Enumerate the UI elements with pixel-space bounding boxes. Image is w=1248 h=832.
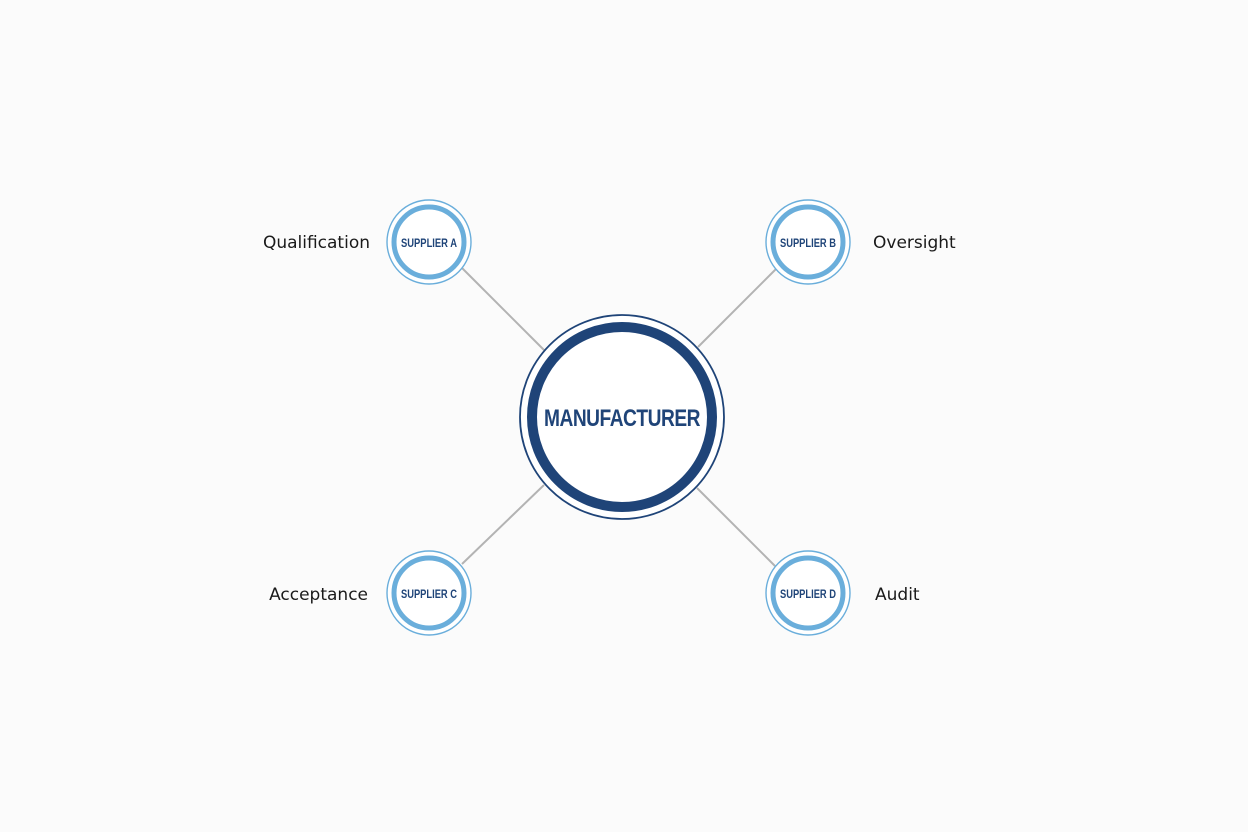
- supplier-c-label: SUPPLIER C: [401, 587, 457, 601]
- supplier-b-node[interactable]: SUPPLIER B: [765, 199, 851, 285]
- manufacturer-inner-ring: [527, 322, 717, 512]
- supplier-d-inner-ring: [770, 555, 846, 631]
- connector-a: [461, 267, 547, 353]
- supplier-a-node[interactable]: SUPPLIER A: [386, 199, 472, 285]
- manufacturer-label: MANUFACTURER: [544, 405, 700, 432]
- connector-b: [697, 268, 777, 348]
- audit-label: Audit: [875, 585, 920, 605]
- connectors: [461, 267, 777, 567]
- supplier-d-node[interactable]: SUPPLIER D: [765, 550, 851, 636]
- supplier-c-inner-ring: [391, 555, 467, 631]
- qualification-label: Qualification: [263, 233, 370, 253]
- supplier-b-label: SUPPLIER B: [780, 236, 836, 250]
- supplier-a-inner-ring: [391, 204, 467, 280]
- supplier-c-node[interactable]: SUPPLIER C: [386, 550, 472, 636]
- supplier-d-label: SUPPLIER D: [780, 587, 836, 601]
- supplier-a-label: SUPPLIER A: [401, 236, 457, 250]
- acceptance-label: Acceptance: [269, 585, 368, 605]
- connector-d: [696, 487, 776, 567]
- connector-c: [461, 484, 545, 565]
- manufacturer-node[interactable]: MANUFACTURER: [519, 314, 725, 520]
- oversight-label: Oversight: [873, 233, 956, 253]
- supplier-b-inner-ring: [770, 204, 846, 280]
